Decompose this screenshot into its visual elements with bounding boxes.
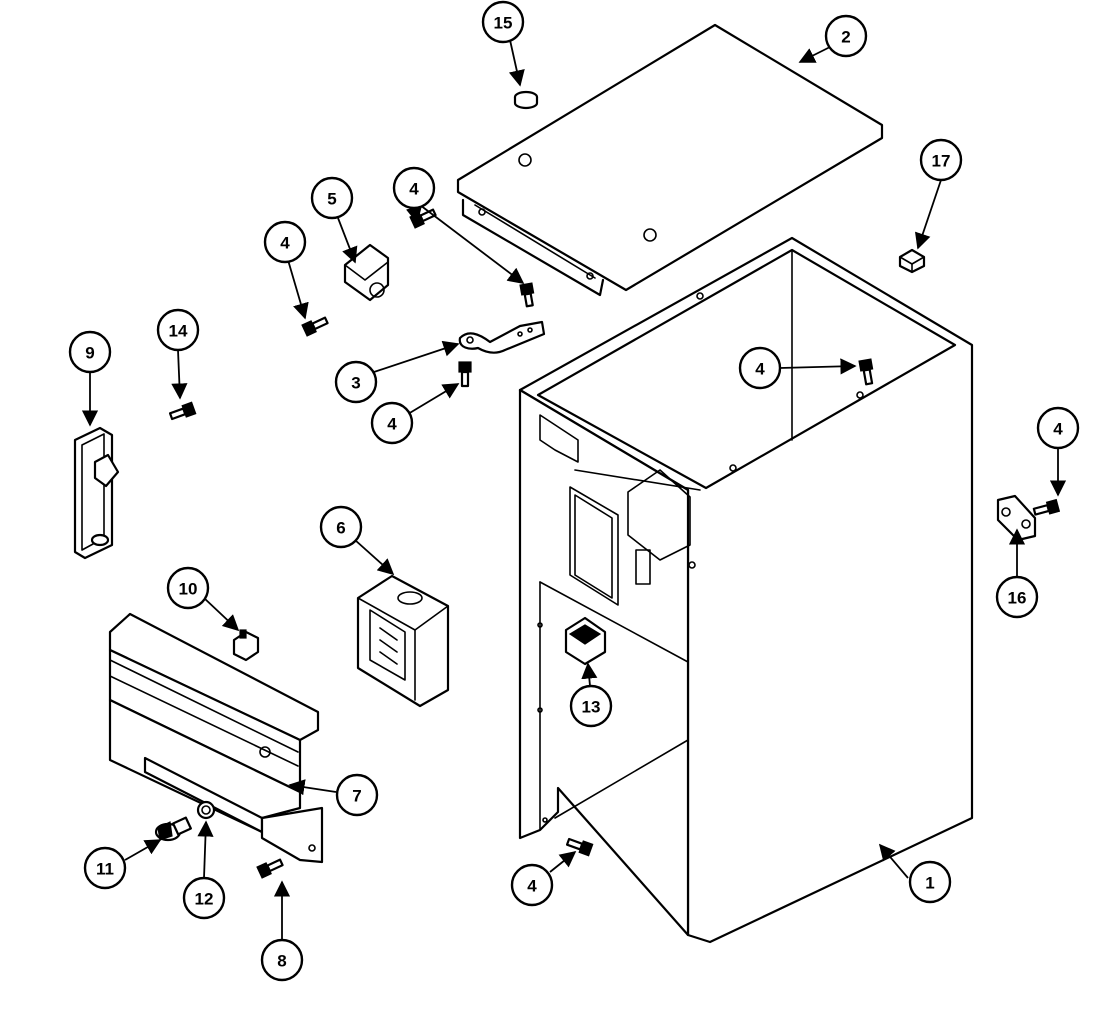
callout-15-label: 15 [494, 14, 513, 33]
callout-6: 6 [319, 505, 363, 549]
control-box-part [356, 574, 450, 708]
callout-4-d-label: 4 [755, 360, 765, 379]
bushing-part [196, 800, 216, 820]
small-switch-part [232, 629, 260, 662]
callout-5: 5 [310, 176, 354, 220]
callout-2: 2 [824, 14, 868, 58]
callout-2-label: 2 [841, 28, 850, 47]
clip-part [898, 248, 926, 274]
callout-11-label: 11 [96, 860, 114, 879]
callout-13: 13 [569, 684, 613, 728]
bracket-strap-part [458, 320, 546, 354]
callout-15: 15 [481, 0, 525, 44]
callout-4-e: 4 [1036, 406, 1080, 450]
leader-lines [81, 37, 1067, 940]
callout-14: 14 [156, 308, 200, 352]
callout-7-label: 7 [352, 787, 361, 806]
callout-4-b: 4 [263, 220, 307, 264]
callout-8: 8 [260, 938, 304, 982]
callout-7: 7 [335, 773, 379, 817]
callout-1: 1 [908, 860, 952, 904]
screw-14-part [168, 401, 197, 421]
callout-8-label: 8 [277, 952, 286, 971]
callout-4-f: 4 [510, 863, 554, 907]
callout-12: 12 [182, 876, 226, 920]
callout-11: 11 [83, 846, 127, 890]
callout-3: 3 [334, 360, 378, 404]
plate-part [996, 494, 1037, 542]
cabinet-part [518, 236, 974, 944]
callout-13-label: 13 [582, 698, 601, 717]
callout-6-label: 6 [336, 519, 345, 538]
control-rail-part [108, 612, 324, 864]
screw-8-part [256, 858, 284, 879]
callout-12-label: 12 [195, 890, 214, 909]
callout-14-label: 14 [169, 322, 188, 341]
plug-part [513, 90, 539, 110]
callout-4-f-label: 4 [527, 877, 537, 896]
callout-10: 10 [166, 566, 210, 610]
callout-4-b-label: 4 [280, 234, 290, 253]
callout-5-label: 5 [327, 190, 336, 209]
callout-10-label: 10 [179, 580, 198, 599]
callout-17: 17 [919, 138, 963, 182]
knob-part [154, 816, 192, 842]
callout-4-a: 4 [392, 166, 436, 210]
callout-17-label: 17 [932, 152, 951, 171]
callout-4-e-label: 4 [1053, 420, 1063, 439]
callout-4-a-label: 4 [409, 180, 419, 199]
callout-4-d: 4 [738, 346, 782, 390]
rocker-switch-part [564, 616, 607, 666]
latch-bracket-part [73, 426, 120, 560]
callout-9-label: 9 [85, 344, 94, 363]
callout-4-c-label: 4 [387, 415, 397, 434]
callout-16-label: 16 [1008, 589, 1027, 608]
callout-9: 9 [68, 330, 112, 374]
callout-16: 16 [995, 575, 1039, 619]
callout-3-label: 3 [351, 374, 360, 393]
top-panel-part [456, 23, 884, 297]
callout-1-label: 1 [925, 874, 934, 893]
callout-4-c: 4 [370, 401, 414, 445]
callouts: 1 2 3 4 4 4 4 4 4 5 6 7 8 9 10 11 12 13 … [68, 0, 1080, 982]
